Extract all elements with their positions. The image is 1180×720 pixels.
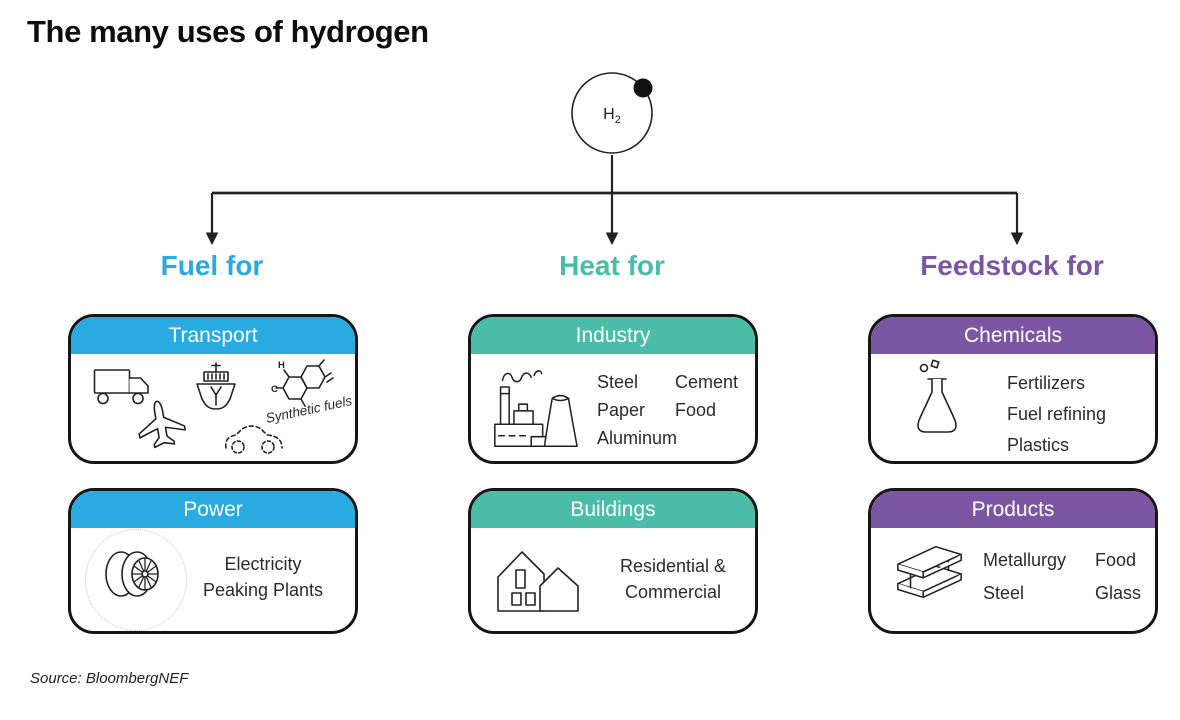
card-power-header: Power	[71, 491, 355, 528]
industry-item: Cement	[675, 372, 739, 392]
houses-icon	[497, 551, 579, 612]
industry-item: Steel	[597, 372, 639, 392]
source-attribution: Source: BloombergNEF	[30, 670, 189, 687]
page-title: The many uses of hydrogen	[27, 14, 429, 49]
molecule-c-label: C	[271, 384, 278, 395]
products-item: Food	[1095, 550, 1137, 570]
car-icon	[224, 425, 283, 454]
card-industry-header: Industry	[471, 317, 755, 354]
industry-item: Paper	[597, 400, 646, 420]
buildings-line-2: Commercial	[624, 582, 721, 603]
hydrogen-node-label: H2	[603, 106, 621, 126]
industry-item: Aluminum	[597, 428, 678, 448]
hydrogen-atom-dot	[633, 78, 653, 98]
chemicals-item: Plastics	[1007, 435, 1070, 455]
card-products-header: Products	[871, 491, 1155, 528]
power-line-1: Electricity	[224, 554, 302, 574]
hydrogen-tree-diagram: H2	[205, 72, 1024, 246]
branch-header-feedstock: Feedstock for	[920, 250, 1104, 281]
buildings-line-1: Residential &	[619, 556, 727, 576]
products-items: Metallurgy Food Steel Glass	[983, 551, 1141, 602]
arrow-down-icon	[605, 232, 619, 246]
airplane-icon	[138, 400, 187, 449]
industry-items: Steel Cement Paper Food Aluminum	[597, 373, 738, 447]
branch-connectors	[205, 155, 1024, 246]
card-industry: Industry Steel Cement Paper Food Aluminu…	[468, 314, 758, 464]
chemicals-items: Fertilizers Fuel refining Plastics	[1007, 373, 1107, 461]
ibeam-icon	[897, 545, 962, 599]
chemicals-item: Fuel refining	[1007, 404, 1107, 424]
products-item: Glass	[1095, 583, 1142, 603]
branch-header-heat: Heat for	[559, 250, 665, 281]
card-transport: Transport	[68, 314, 358, 464]
truck-icon	[93, 369, 149, 405]
flask-icon	[917, 359, 957, 433]
industry-item: Food	[675, 400, 717, 420]
card-products: Products Metallurgy Food Steel Glass	[868, 488, 1158, 634]
card-buildings: Buildings Residential & Commercial	[468, 488, 758, 634]
card-power: Power Electricity Peaking Plants	[68, 488, 358, 634]
card-chemicals: Chemicals Fertilizers Fuel refining Plas…	[868, 314, 1158, 464]
card-buildings-header: Buildings	[471, 491, 755, 528]
molecule-h-label: H	[278, 360, 285, 371]
ship-icon	[196, 362, 236, 410]
hydrogen-node-circle	[571, 72, 653, 154]
arrow-down-icon	[1010, 232, 1024, 246]
factory-icon	[494, 370, 578, 448]
card-chemicals-header: Chemicals	[871, 317, 1155, 354]
chemicals-item: Fertilizers	[1007, 373, 1086, 393]
dotted-circle-decoration	[85, 529, 187, 631]
buildings-text: Residential & Commercial	[593, 553, 753, 605]
branch-header-fuel: Fuel for	[160, 250, 264, 281]
products-item: Metallurgy	[983, 550, 1067, 570]
arrow-down-icon	[205, 232, 219, 246]
power-line-2: Peaking Plants	[202, 580, 324, 601]
power-text: Electricity Peaking Plants	[175, 551, 351, 603]
turbine-icon	[105, 551, 159, 597]
molecule-icon: H C	[271, 359, 334, 407]
card-transport-header: Transport	[71, 317, 355, 354]
products-item: Steel	[983, 583, 1025, 603]
